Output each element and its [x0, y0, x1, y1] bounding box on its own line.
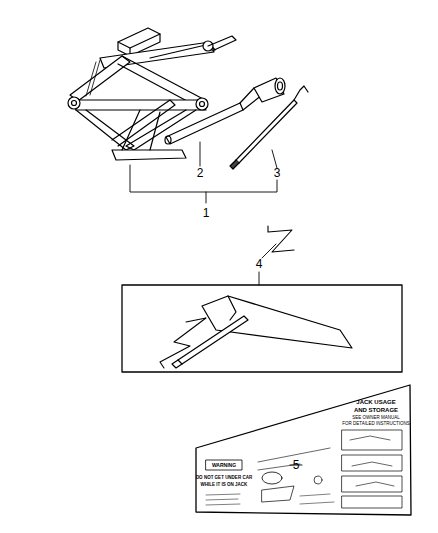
jack-handle-rod: [230, 86, 308, 169]
label-text: WARNING: [212, 463, 236, 468]
callout-number: 3: [274, 167, 281, 179]
callout-number: 4: [256, 258, 263, 270]
label-text: WHILE IT IS ON JACK: [201, 483, 248, 488]
label-text: DO NOT GET UNDER CAR: [196, 476, 252, 481]
tool-bag: [160, 296, 352, 368]
label-heading: JACK USAGE: [356, 399, 395, 405]
warning-label: [196, 385, 411, 515]
label-heading: AND STORAGE: [354, 407, 398, 413]
scissor-jack: [68, 28, 236, 160]
callout-number: 1: [203, 207, 210, 219]
label-text: FOR DETAILED INSTRUCTIONS: [342, 422, 409, 427]
label-text: SEE OWNER MANUAL: [352, 416, 400, 421]
callout-number: 2: [197, 167, 204, 179]
callout-number: 5: [293, 459, 300, 471]
